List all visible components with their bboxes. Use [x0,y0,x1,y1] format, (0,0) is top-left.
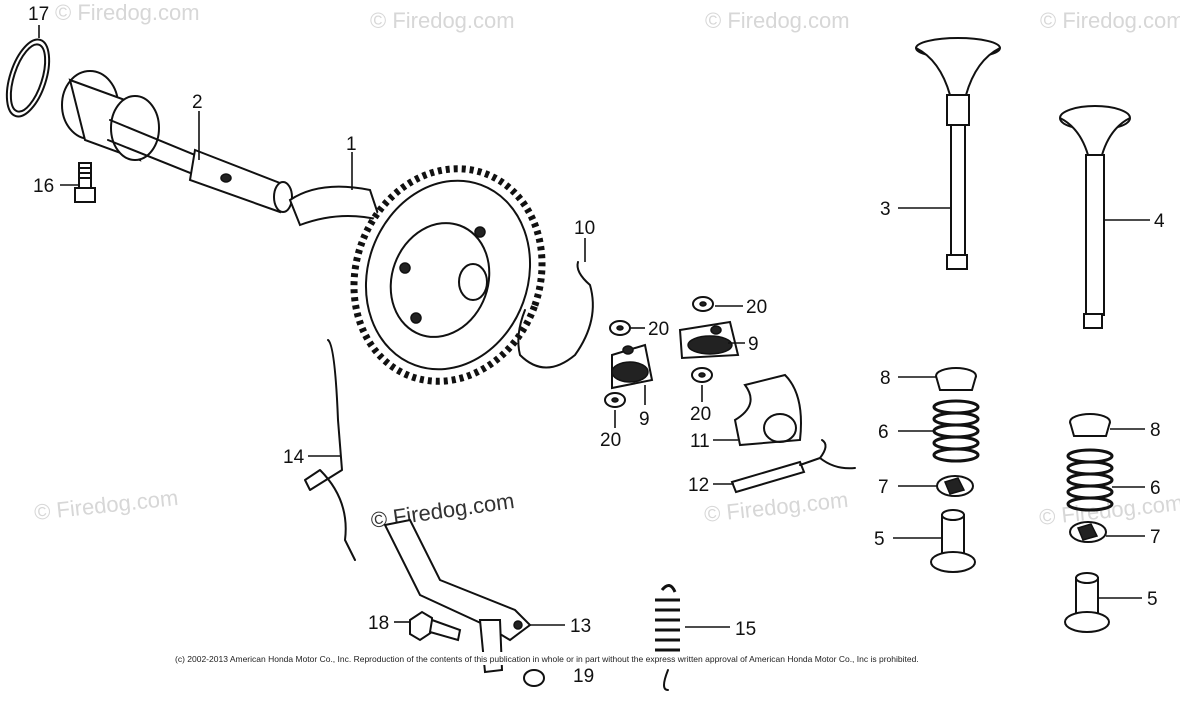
part-5-tappet-right[interactable] [1064,572,1110,633]
part-11-bracket[interactable] [733,373,802,447]
part-7-valve-retainer-left[interactable] [936,475,974,497]
part-9-rocker-arm-b[interactable] [678,320,740,360]
watermark-3: © Firedog.com [705,8,850,33]
part-5-tappet-left[interactable] [930,509,976,573]
callout-20-a: 20 [746,297,767,318]
part-3-valve[interactable] [915,37,1001,270]
part-15-governor-spring[interactable] [655,584,680,691]
watermark-1: © Firedog.com [55,0,200,25]
part-19[interactable] [523,669,545,687]
callout-4: 4 [1154,211,1165,232]
part-17-gasket[interactable] [0,34,57,121]
part-13-governor-arm[interactable] [383,518,532,674]
callout-20-d: 20 [600,430,621,451]
callout-1: 1 [346,134,357,155]
leader-lines [38,25,1150,628]
watermark-5: © Firedog.com [33,485,179,525]
callout-14: 14 [283,447,305,468]
callout-7-a: 7 [878,477,889,498]
callout-6-b: 6 [1150,478,1161,499]
callout-2: 2 [192,92,203,113]
part-6-valve-spring-left[interactable] [932,399,980,463]
callout-7-b: 7 [1150,527,1161,548]
callout-11: 11 [690,431,710,452]
callout-3: 3 [880,199,891,220]
part-8-valve-spring-seat-left[interactable] [935,367,977,391]
watermarks: © Firedog.com © Firedog.com © Firedog.co… [33,0,1180,533]
part-10-wire-spring[interactable] [517,261,594,369]
callout-5-a: 5 [874,529,885,550]
callout-10: 10 [574,218,595,239]
part-16-bolt[interactable] [74,162,96,203]
part-8-valve-spring-seat-right[interactable] [1069,413,1111,437]
watermark-2: © Firedog.com [370,8,515,33]
callout-18: 18 [368,613,389,634]
callout-5-b: 5 [1147,589,1158,610]
part-9-rocker-arm-a[interactable] [611,343,654,390]
part-20-washers[interactable] [604,296,714,408]
part-12-rocker-shaft[interactable] [730,439,856,494]
watermark-4: © Firedog.com [1040,8,1180,33]
part-1-camshaft-gear[interactable] [288,142,571,408]
copyright-backdrop [170,652,1010,665]
callout-9-b: 9 [748,334,759,355]
part-2-shaft[interactable] [61,70,293,214]
part-18-bolt[interactable] [409,610,462,642]
watermark-6: © Firedog.com [703,487,849,527]
callout-19: 19 [573,666,594,687]
callout-12: 12 [688,475,709,496]
callout-numbers: 17 2 16 1 10 20 20 9 9 20 20 11 12 14 18… [28,4,1165,687]
callout-16: 16 [33,176,54,197]
callout-6-a: 6 [878,422,889,443]
callout-8-b: 8 [1150,420,1161,441]
part-6-valve-spring-right[interactable] [1066,448,1114,512]
callout-9-a: 9 [639,409,650,430]
copyright-notice: (c) 2002-2013 American Honda Motor Co., … [175,654,919,664]
callout-8-a: 8 [880,368,891,389]
callout-17: 17 [28,4,49,25]
part-4-valve[interactable] [1059,105,1131,329]
callout-20-b: 20 [648,319,669,340]
callout-20-c: 20 [690,404,711,425]
callout-15: 15 [735,619,756,640]
part-7-valve-retainer-right[interactable] [1069,521,1107,543]
callout-13: 13 [570,616,591,637]
part-14-governor-rod[interactable] [304,339,356,561]
